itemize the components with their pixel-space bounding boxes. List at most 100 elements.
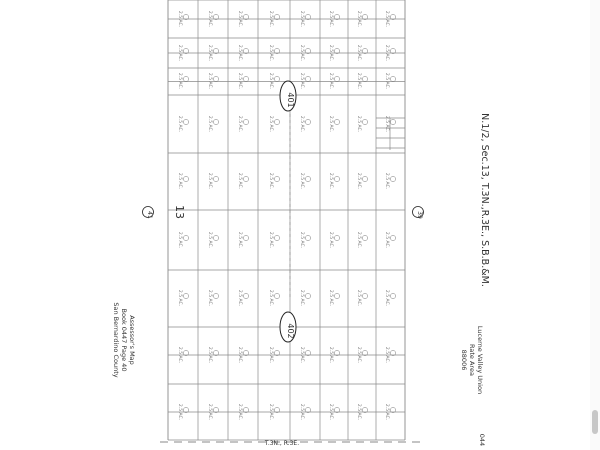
parcel-number-marker <box>334 14 340 20</box>
parcel-number-marker <box>183 119 189 125</box>
parcel-number-marker <box>362 235 368 241</box>
parcel-number-marker <box>362 14 368 20</box>
parcel-acreage-label: 2.5 AC. <box>237 290 243 306</box>
parcel-acreage-label: 2.5 AC. <box>328 173 334 189</box>
parcel-acreage-label: 2.5 AC. <box>356 232 362 248</box>
parcel-number-marker <box>243 14 249 20</box>
parcel-number-marker <box>305 350 311 356</box>
parcel-acreage-label: 2.5 AC. <box>177 232 183 248</box>
parcel-number-marker <box>305 48 311 54</box>
neighbor-label-text: 41 <box>146 211 153 219</box>
parcel-acreage-label: 2.5 AC. <box>356 290 362 306</box>
parcel-acreage-label: 2.5 AC. <box>177 173 183 189</box>
parcel-acreage-label: 2.5 AC. <box>328 11 334 27</box>
parcel-acreage-label: 2.5 AC. <box>268 45 274 61</box>
book-number-text: 402 <box>286 323 295 338</box>
parcel-acreage-label: 2.5 AC. <box>207 232 213 248</box>
parcel-acreage-label: 2.5 AC. <box>356 116 362 132</box>
parcel-number-marker <box>213 235 219 241</box>
parcel-number-marker <box>390 293 396 299</box>
parcel-acreage-label: 2.5 AC. <box>328 347 334 363</box>
parcel-number-marker <box>213 407 219 413</box>
parcel-acreage-label: 2.5 AC. <box>328 232 334 248</box>
parcel-number-marker <box>243 176 249 182</box>
parcel-number-marker <box>334 119 340 125</box>
parcel-acreage-label: 2.5 AC. <box>384 11 390 27</box>
neighbor-label-circle <box>412 206 424 218</box>
parcel-acreage-label: 2.5 AC. <box>299 232 305 248</box>
neighbor-label-39: 39 <box>412 206 424 219</box>
parcel-acreage-label: 2.5 AC. <box>299 45 305 61</box>
parcel-number-marker <box>305 176 311 182</box>
parcel-number-marker <box>243 119 249 125</box>
parcel-number-marker <box>390 235 396 241</box>
parcel-acreage-label: 2.5 AC. <box>237 73 243 89</box>
parcel-acreage-label: 2.5 AC. <box>356 45 362 61</box>
parcel-acreage-label: 2.5 AC. <box>237 173 243 189</box>
parcel-number-marker <box>305 407 311 413</box>
parcel-number-marker <box>183 350 189 356</box>
parcel-acreage-label: 2.5 AC. <box>299 290 305 306</box>
vertical-scrollbar[interactable] <box>590 0 600 450</box>
parcel-acreage-label: 2.5 AC. <box>177 73 183 89</box>
parcel-acreage-label: 2.5 AC. <box>268 404 274 420</box>
parcel-acreage-label: 2.5 AC. <box>237 116 243 132</box>
parcel-number-marker <box>334 76 340 82</box>
parcel-number-marker <box>334 48 340 54</box>
parcel-acreage-label: 2.5 AC. <box>384 73 390 89</box>
parcel-number-marker <box>390 119 396 125</box>
parcel-acreage-label: 2.5 AC. <box>384 290 390 306</box>
parcel-number-marker <box>183 48 189 54</box>
parcel-acreage-label: 2.5 AC. <box>268 73 274 89</box>
parcel-acreage-label: 2.5 AC. <box>207 73 213 89</box>
parcel-acreage-label: 2.5 AC. <box>177 404 183 420</box>
parcel-number-marker <box>362 76 368 82</box>
parcel-number-marker <box>274 48 280 54</box>
parcel-acreage-label: 2.5 AC. <box>384 116 390 132</box>
rate-area-code: 044 <box>478 434 486 446</box>
parcel-acreage-label: 2.5 AC. <box>356 73 362 89</box>
parcel-acreage-label: 2.5 AC. <box>177 347 183 363</box>
parcel-acreage-label: 2.5 AC. <box>356 347 362 363</box>
parcel-acreage-label: 2.5 AC. <box>328 290 334 306</box>
assessor-info-line: Assessor's Map <box>128 315 136 365</box>
parcel-acreage-label: 2.5 AC. <box>356 11 362 27</box>
rate-area-line: Rate Area <box>468 344 476 376</box>
parcel-number-marker <box>274 350 280 356</box>
parcel-acreage-label: 2.5 AC. <box>328 73 334 89</box>
scrollbar-thumb[interactable] <box>592 410 598 434</box>
parcel-acreage-label: 2.5 AC. <box>207 347 213 363</box>
parcel-number-marker <box>362 293 368 299</box>
parcel-number-marker <box>183 176 189 182</box>
parcel-acreage-label: 2.5 AC. <box>299 116 305 132</box>
assessor-info-line: San Bernardino County <box>112 302 120 377</box>
parcel-number-marker <box>274 14 280 20</box>
map-title: N.1/2, Sec.13, T.3N.,R.3E., S.B.B.&M. <box>479 113 490 287</box>
parcel-acreage-label: 2.5 AC. <box>384 232 390 248</box>
parcel-acreage-label: 2.5 AC. <box>237 11 243 27</box>
parcel-number-marker <box>274 76 280 82</box>
parcel-number-marker <box>334 235 340 241</box>
parcel-number-marker <box>305 14 311 20</box>
parcel-acreage-label: 2.5 AC. <box>207 173 213 189</box>
section-number-label: 13 <box>173 205 186 219</box>
parcel-number-marker <box>213 293 219 299</box>
parcel-number-marker <box>243 76 249 82</box>
parcel-acreage-label: 2.5 AC. <box>237 404 243 420</box>
parcel-acreage-label: 2.5 AC. <box>268 347 274 363</box>
parcel-acreage-label: 2.5 AC. <box>207 116 213 132</box>
parcel-number-marker <box>213 119 219 125</box>
parcel-number-marker <box>213 76 219 82</box>
parcel-acreage-label: 2.5 AC. <box>177 45 183 61</box>
parcel-number-marker <box>334 176 340 182</box>
neighbor-label-circle <box>142 206 154 218</box>
parcel-acreage-label: 2.5 AC. <box>207 290 213 306</box>
parcel-acreage-label: 2.5 AC. <box>268 290 274 306</box>
parcel-acreage-label: 2.5 AC. <box>268 232 274 248</box>
township-label: T.3N., R.3E. <box>264 440 299 447</box>
parcel-number-marker <box>362 48 368 54</box>
parcel-acreage-label: 2.5 AC. <box>237 232 243 248</box>
parcel-number-marker <box>183 76 189 82</box>
parcel-acreage-label: 2.5 AC. <box>177 11 183 27</box>
